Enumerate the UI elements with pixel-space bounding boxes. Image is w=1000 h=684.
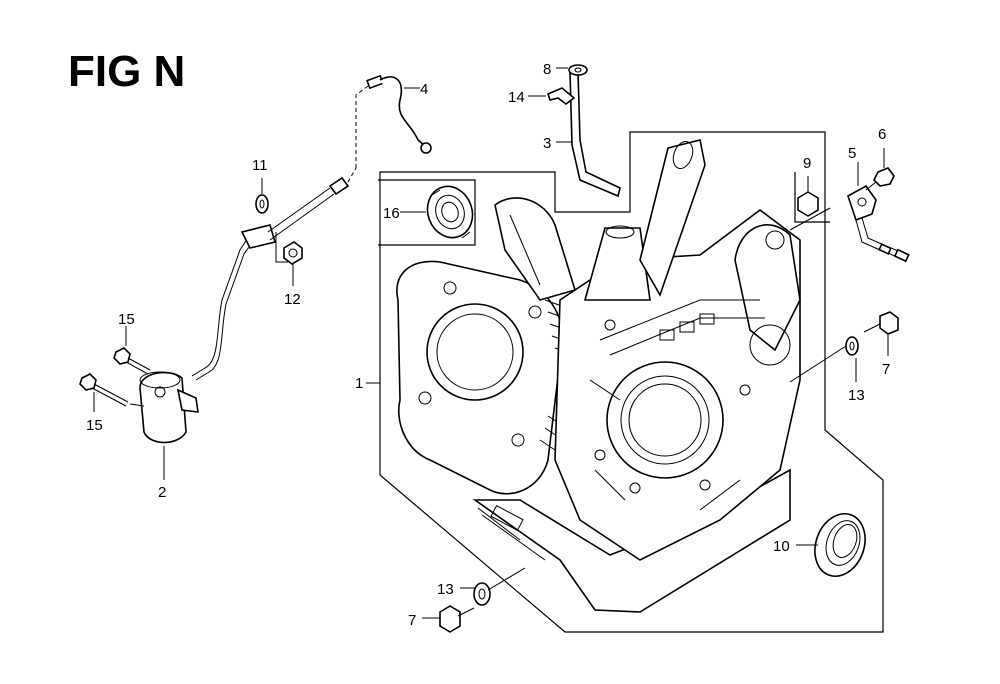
callout-4: 4 <box>420 81 428 98</box>
wire-holder <box>847 184 910 263</box>
bolt-7-right <box>863 311 899 335</box>
callout-6: 6 <box>878 126 886 143</box>
callout-10: 10 <box>773 538 790 555</box>
assembly-bracket <box>379 131 884 633</box>
oil-seal <box>814 513 866 577</box>
callout-1: 1 <box>355 375 363 392</box>
oil-alert-switch <box>129 167 357 444</box>
callout-7-bottom: 7 <box>408 612 416 629</box>
pointer-13b <box>789 345 847 383</box>
bearing-bracket <box>378 179 476 246</box>
bearing <box>426 185 474 239</box>
washer-9 <box>797 191 819 217</box>
crankcase <box>396 139 801 613</box>
governor-rod <box>568 66 621 198</box>
callout-3: 3 <box>543 135 551 152</box>
screw-6 <box>865 167 895 191</box>
pointer-13a <box>487 567 526 591</box>
bolt-15-upper <box>113 347 151 375</box>
leader-12 <box>275 232 294 286</box>
callout-15-upper: 15 <box>118 311 135 328</box>
callout-15-lower: 15 <box>86 417 103 434</box>
callout-9: 9 <box>803 155 811 172</box>
pointer-9 <box>789 207 831 231</box>
callout-16: 16 <box>383 205 400 222</box>
bolt-15-lower <box>79 373 129 407</box>
callout-13-right: 13 <box>848 387 865 404</box>
washer-13-right <box>845 336 859 356</box>
callout-2: 2 <box>158 484 166 501</box>
washer-13-bottom <box>473 582 491 606</box>
clip-14 <box>547 87 576 105</box>
callout-5: 5 <box>848 145 856 162</box>
washer-bracket <box>794 172 830 223</box>
callout-12: 12 <box>284 291 301 308</box>
nut-12 <box>283 241 303 265</box>
callout-13-bottom: 13 <box>437 581 454 598</box>
wire-lead <box>355 74 432 168</box>
washer-11 <box>255 194 269 214</box>
figure-title: FIG N <box>68 47 185 96</box>
callout-14: 14 <box>508 89 525 106</box>
nut-8 <box>568 64 588 76</box>
callout-8: 8 <box>543 61 551 78</box>
bolt-7-bottom <box>439 605 475 633</box>
callout-11: 11 <box>252 157 268 174</box>
callout-7-right: 7 <box>882 361 890 378</box>
